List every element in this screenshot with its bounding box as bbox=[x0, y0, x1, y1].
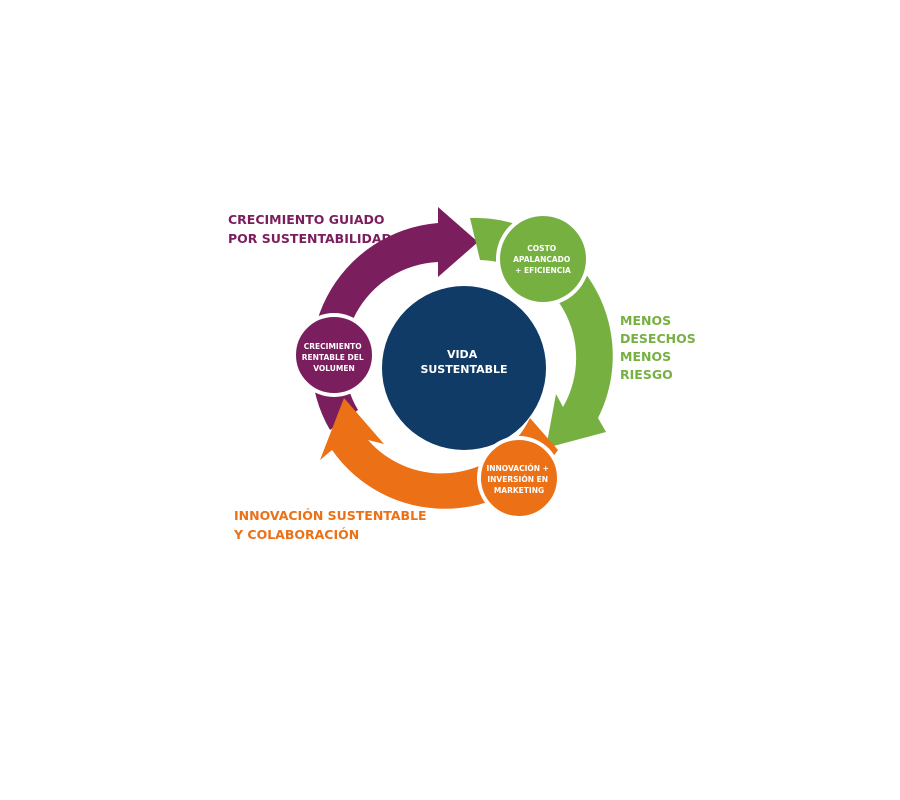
label-innovacion-sustentable: INNOVACIÓN SUSTENTABLE Y COLABORACIÓN bbox=[233, 508, 431, 542]
node-purple-line-2: RENTABLE DEL bbox=[302, 353, 364, 362]
node-purple-line-1: CRECIMIENTO bbox=[304, 342, 362, 351]
node-orange-line-1: INNOVACIÓN + bbox=[486, 464, 548, 473]
node-innovacion-marketing bbox=[477, 436, 561, 520]
center-circle bbox=[382, 286, 546, 450]
label-crecimiento-guiado-line-1: CRECIMIENTO GUIADO bbox=[228, 212, 385, 227]
purple-cycle-arrow bbox=[311, 207, 478, 430]
label-menos-desechos-line-2: DESECHOS bbox=[620, 331, 696, 346]
label-menos-desechos-line-4: RIESGO bbox=[620, 367, 673, 382]
center-label: VIDA SUSTENTABLE bbox=[420, 348, 507, 376]
node-orange-line-3: MARKETING bbox=[494, 486, 544, 495]
center-label-line-1: VIDA bbox=[447, 348, 478, 361]
label-innovacion-sustentable-line-2: Y COLABORACIÓN bbox=[233, 527, 359, 542]
node-costo-apalancado bbox=[496, 212, 590, 306]
node-crecimiento-rentable-label: CRECIMIENTO RENTABLE DEL VOLUMEN bbox=[302, 342, 367, 373]
center-label-line-2: SUSTENTABLE bbox=[420, 363, 507, 376]
node-green-line-2: APALANCADO bbox=[513, 255, 570, 264]
node-innovacion-marketing-label: INNOVACIÓN + INVERSIÓN EN MARKETING bbox=[486, 464, 551, 495]
node-green-line-1: COSTO bbox=[527, 244, 556, 253]
label-crecimiento-guiado: CRECIMIENTO GUIADO POR SUSTENTABILIDAD bbox=[228, 212, 392, 246]
node-costo-apalancado-label: COSTO APALANCADO + EFICIENCIA bbox=[513, 244, 573, 275]
label-crecimiento-guiado-line-2: POR SUSTENTABILIDAD bbox=[228, 231, 392, 246]
label-innovacion-sustentable-line-1: INNOVACIÓN SUSTENTABLE bbox=[234, 508, 427, 523]
label-menos-desechos-line-3: MENOS bbox=[620, 349, 671, 364]
node-orange-line-2: INVERSIÓN EN bbox=[487, 475, 548, 484]
label-menos-desechos-line-1: MENOS bbox=[620, 313, 671, 328]
node-green-line-3: + EFICIENCIA bbox=[515, 266, 571, 275]
node-crecimiento-rentable bbox=[292, 313, 376, 397]
node-purple-line-3: VOLUMEN bbox=[313, 364, 355, 373]
label-menos-desechos: MENOS DESECHOS MENOS RIESGO bbox=[620, 313, 700, 382]
